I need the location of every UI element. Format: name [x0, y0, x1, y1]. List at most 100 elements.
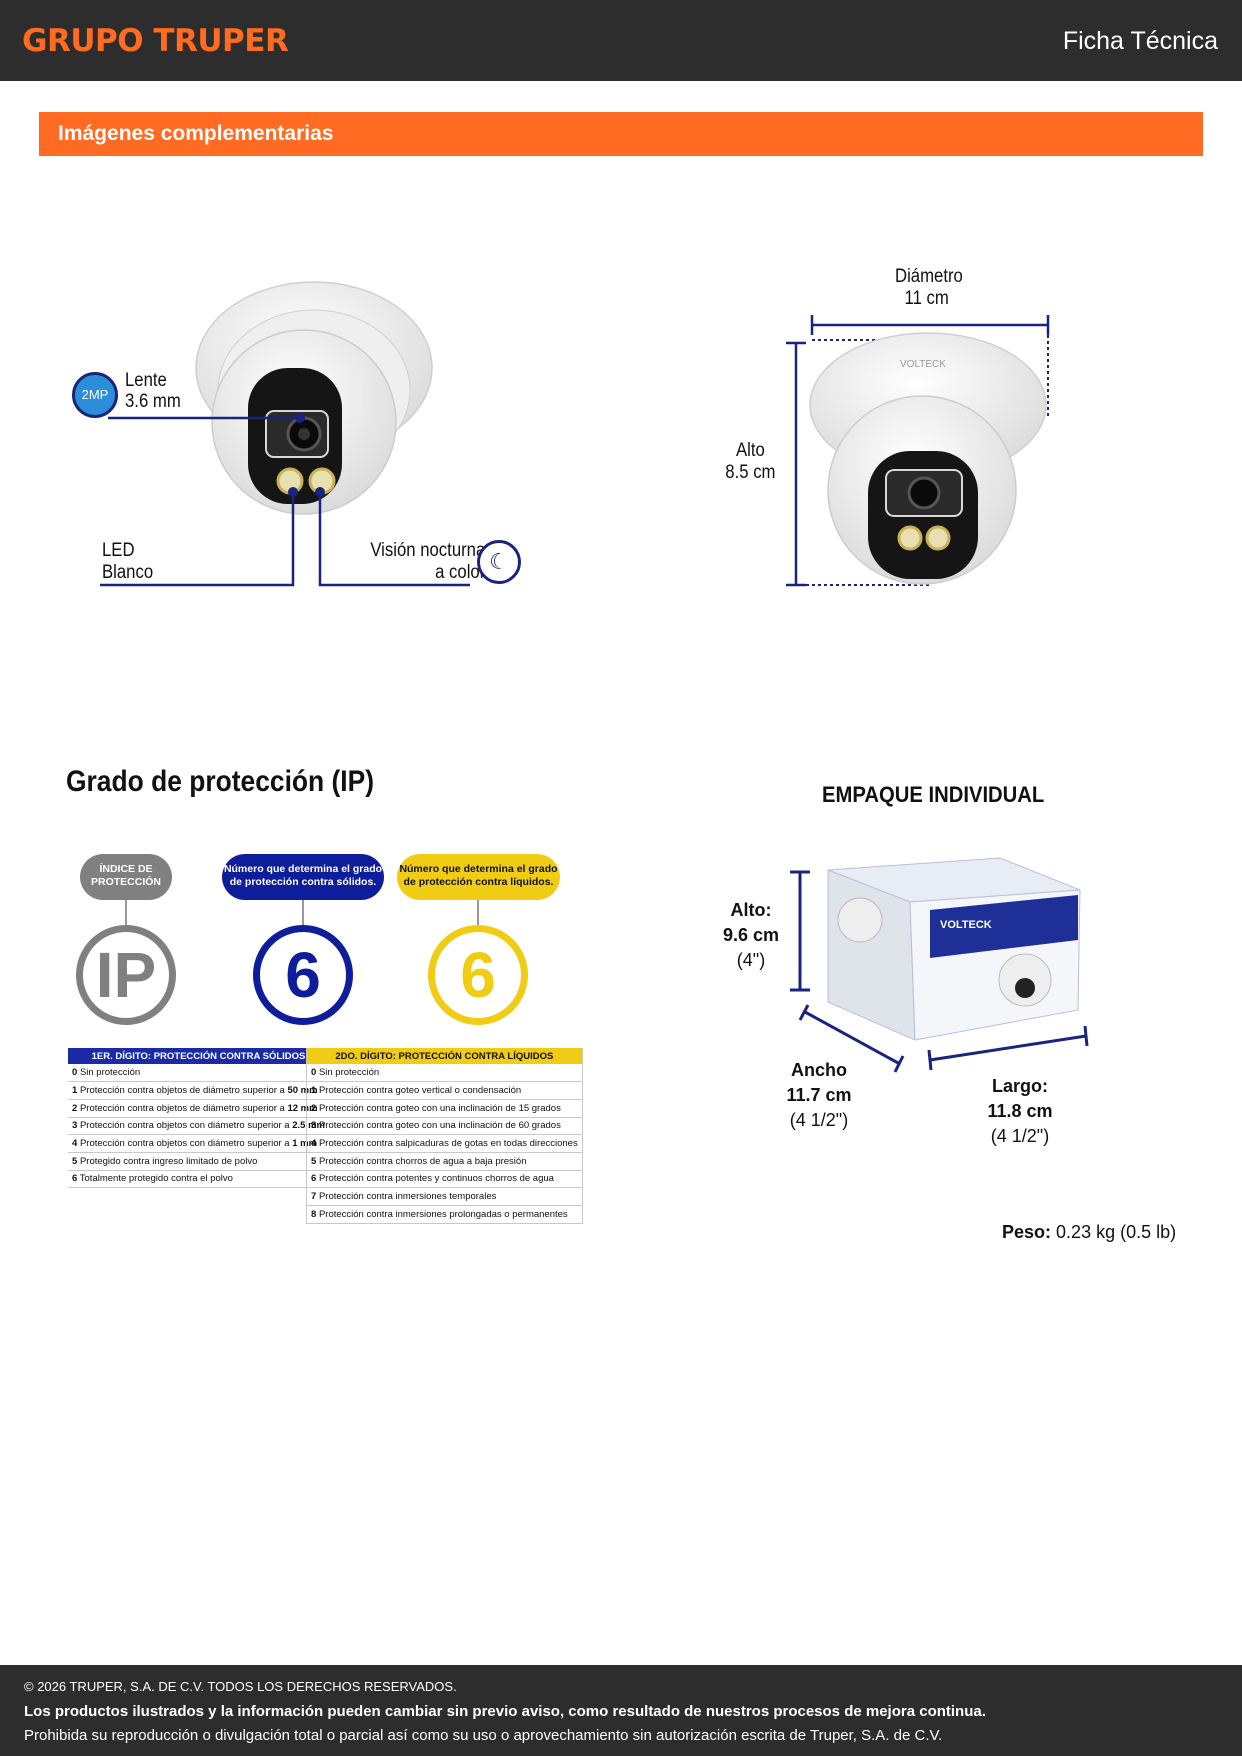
- row-number: 6: [311, 1173, 317, 1185]
- row-text: Protección contra inmersiones prolongada…: [318, 1208, 568, 1220]
- alto-line3: (4"): [736, 950, 766, 970]
- lens-label-line1: Lente: [125, 370, 167, 391]
- liquids-row-cell: 3 Protección contra goteo con una inclin…: [306, 1117, 583, 1136]
- row-number: 5: [72, 1155, 78, 1167]
- row-text: Protección contra objetos de diámetro su…: [79, 1085, 288, 1097]
- row-bold-value: 50 mm: [287, 1085, 318, 1097]
- table-liquids: 2DO. DÍGITO: PROTECCIÓN CONTRA LÍQUIDOS …: [306, 1048, 583, 1224]
- row-number: 0: [311, 1067, 317, 1079]
- row-number: 6: [72, 1173, 78, 1185]
- package-alto-label: Alto: 9.6 cm (4"): [718, 898, 784, 973]
- row-text: Protegido contra ingreso limitado de pol…: [79, 1155, 258, 1167]
- table-liquids-header: 2DO. DÍGITO: PROTECCIÓN CONTRA LÍQUIDOS: [306, 1048, 583, 1064]
- row-number: 0: [72, 1067, 78, 1079]
- camera-features-image: 2MP Lente 3.6 mm LED Blanco Visión noctu…: [60, 270, 540, 600]
- table-row: 1 Protección contra goteo vertical o con…: [306, 1081, 583, 1100]
- row-number: 4: [311, 1138, 317, 1150]
- box-brand-text: VOLTECK: [940, 919, 992, 931]
- weight-label: Peso:: [1002, 1222, 1052, 1242]
- pill-solids-line2: de protección contra sólidos.: [229, 876, 377, 888]
- pill-solids-line1: Número que determina el grado: [223, 863, 383, 875]
- largo-line2: 11.8 cm: [987, 1101, 1053, 1121]
- row-text: Protección contra inmersiones temporales: [318, 1191, 497, 1203]
- pill-liquids: Número que determina el grado de protecc…: [397, 854, 560, 900]
- row-number: 7: [311, 1191, 317, 1203]
- pill-index-line1: ÍNDICE DE: [99, 863, 153, 875]
- package-ancho-label: Ancho 11.7 cm (4 1/2"): [778, 1058, 860, 1133]
- led-label: LED Blanco: [102, 540, 153, 584]
- row-number: 2: [311, 1102, 317, 1114]
- row-text: Protección contra potentes y continuos c…: [318, 1173, 554, 1185]
- largo-line1: Largo:: [992, 1076, 1048, 1096]
- camera-side-illustration: VOLTECK: [786, 315, 1050, 587]
- pill-liquids-line2: de protección contra líquidos.: [403, 876, 554, 888]
- table-row: 4 Protección contra objetos con diámetro…: [68, 1134, 329, 1153]
- row-text: Protección contra goteo vertical o conde…: [318, 1085, 522, 1097]
- ancho-line2: 11.7 cm: [786, 1085, 852, 1105]
- row-text: Sin protección: [79, 1067, 141, 1079]
- footer-bar: © 2026 TRUPER, S.A. DE C.V. TODOS LOS DE…: [0, 1665, 1242, 1756]
- liquids-row-cell: 2 Protección contra goteo con una inclin…: [306, 1099, 583, 1118]
- table-row: 2 Protección contra goteo con una inclin…: [306, 1099, 583, 1118]
- height-label-line1: Alto: [735, 440, 765, 461]
- badge-label: 2MP: [81, 387, 109, 402]
- row-bold-value: 1 mm: [292, 1138, 318, 1150]
- led-label-line2: Blanco: [102, 562, 154, 583]
- package-box-illustration: VOLTECK: [827, 857, 1081, 1041]
- table-row: 8 Protección contra inmersiones prolonga…: [306, 1205, 583, 1224]
- diameter-label-line2: 11 cm: [904, 288, 949, 309]
- solids-row-cell: 6 Totalmente protegido contra el polvo: [68, 1170, 329, 1189]
- ancho-line1: Ancho: [791, 1060, 847, 1080]
- table-row: 3 Protección contra goteo con una inclin…: [306, 1117, 583, 1136]
- height-label: Alto 8.5 cm: [724, 440, 777, 484]
- ancho-line3: (4 1/2"): [789, 1110, 849, 1130]
- ring-solids-digit: 6: [253, 925, 353, 1025]
- solids-row-cell: 5 Protegido contra ingreso limitado de p…: [68, 1152, 329, 1171]
- row-text: Protección contra salpicaduras de gotas …: [318, 1138, 578, 1150]
- row-number: 2: [72, 1102, 78, 1114]
- liquids-row-cell: 6 Protección contra potentes y continuos…: [306, 1170, 583, 1189]
- footer-copyright: © 2026 TRUPER, S.A. DE C.V. TODOS LOS DE…: [24, 1679, 457, 1694]
- camera-front-illustration: [195, 281, 433, 515]
- liquids-row-cell: 1 Protección contra goteo vertical o con…: [306, 1081, 583, 1100]
- liquids-row-cell: 5 Protección contra chorros de agua a ba…: [306, 1152, 583, 1171]
- lens-label-line2: 3.6 mm: [125, 391, 181, 412]
- brand-logo: GRUPO TRUPER: [22, 23, 289, 59]
- alto-line1: Alto:: [730, 900, 772, 920]
- ring-ip: IP: [76, 925, 176, 1025]
- footer-prohibition: Prohibida su reproducción o divulgación …: [24, 1727, 943, 1744]
- table-row: 0 Sin protección: [306, 1064, 583, 1083]
- row-text: Sin protección: [318, 1067, 380, 1079]
- row-text: Protección contra goteo con una inclinac…: [318, 1102, 561, 1114]
- largo-line3: (4 1/2"): [990, 1126, 1050, 1146]
- table-row: 0 Sin protección: [68, 1064, 329, 1083]
- night-vision-icon: ☾: [477, 540, 521, 584]
- table-row: 6 Totalmente protegido contra el polvo: [68, 1170, 329, 1189]
- height-label-line2: 8.5 cm: [725, 462, 776, 483]
- row-number: 5: [311, 1155, 317, 1167]
- solids-row-cell: 2 Protección contra objetos de diámetro …: [68, 1099, 329, 1118]
- row-bold-value: 12 mm: [287, 1102, 318, 1114]
- night-label-line2: a color: [435, 562, 486, 583]
- row-number: 1: [311, 1085, 317, 1097]
- section-header: Imágenes complementarias: [39, 112, 1203, 156]
- lens-label: Lente 3.6 mm: [125, 370, 181, 412]
- resolution-badge: 2MP: [72, 372, 118, 418]
- row-text: Totalmente protegido contra el polvo: [79, 1173, 233, 1185]
- table-row: 4 Protección contra salpicaduras de gota…: [306, 1134, 583, 1153]
- liquids-row-cell: 0 Sin protección: [306, 1064, 583, 1083]
- table-solids: 1ER. DÍGITO: PROTECCIÓN CONTRA SÓLIDOS 0…: [68, 1048, 329, 1189]
- night-label-line1: Visión nocturna: [370, 540, 486, 561]
- pill-solids: Número que determina el grado de protecc…: [222, 854, 384, 900]
- stem-liquids: [477, 900, 479, 925]
- document-type: Ficha Técnica: [1062, 27, 1218, 55]
- table-row: 7 Protección contra inmersiones temporal…: [306, 1187, 583, 1206]
- solids-row-cell: 4 Protección contra objetos con diámetro…: [68, 1134, 329, 1153]
- ip-title: Grado de protección (IP): [66, 765, 375, 798]
- package-largo-label: Largo: 11.8 cm (4 1/2"): [978, 1074, 1062, 1149]
- section-title: Imágenes complementarias: [58, 122, 334, 145]
- package-image: VOLTECK: [790, 850, 1090, 1070]
- table-row: 1 Protección contra objetos de diámetro …: [68, 1081, 329, 1100]
- row-text: Protección contra objetos de diámetro su…: [79, 1102, 288, 1114]
- pill-liquids-line1: Número que determina el grado: [399, 863, 558, 875]
